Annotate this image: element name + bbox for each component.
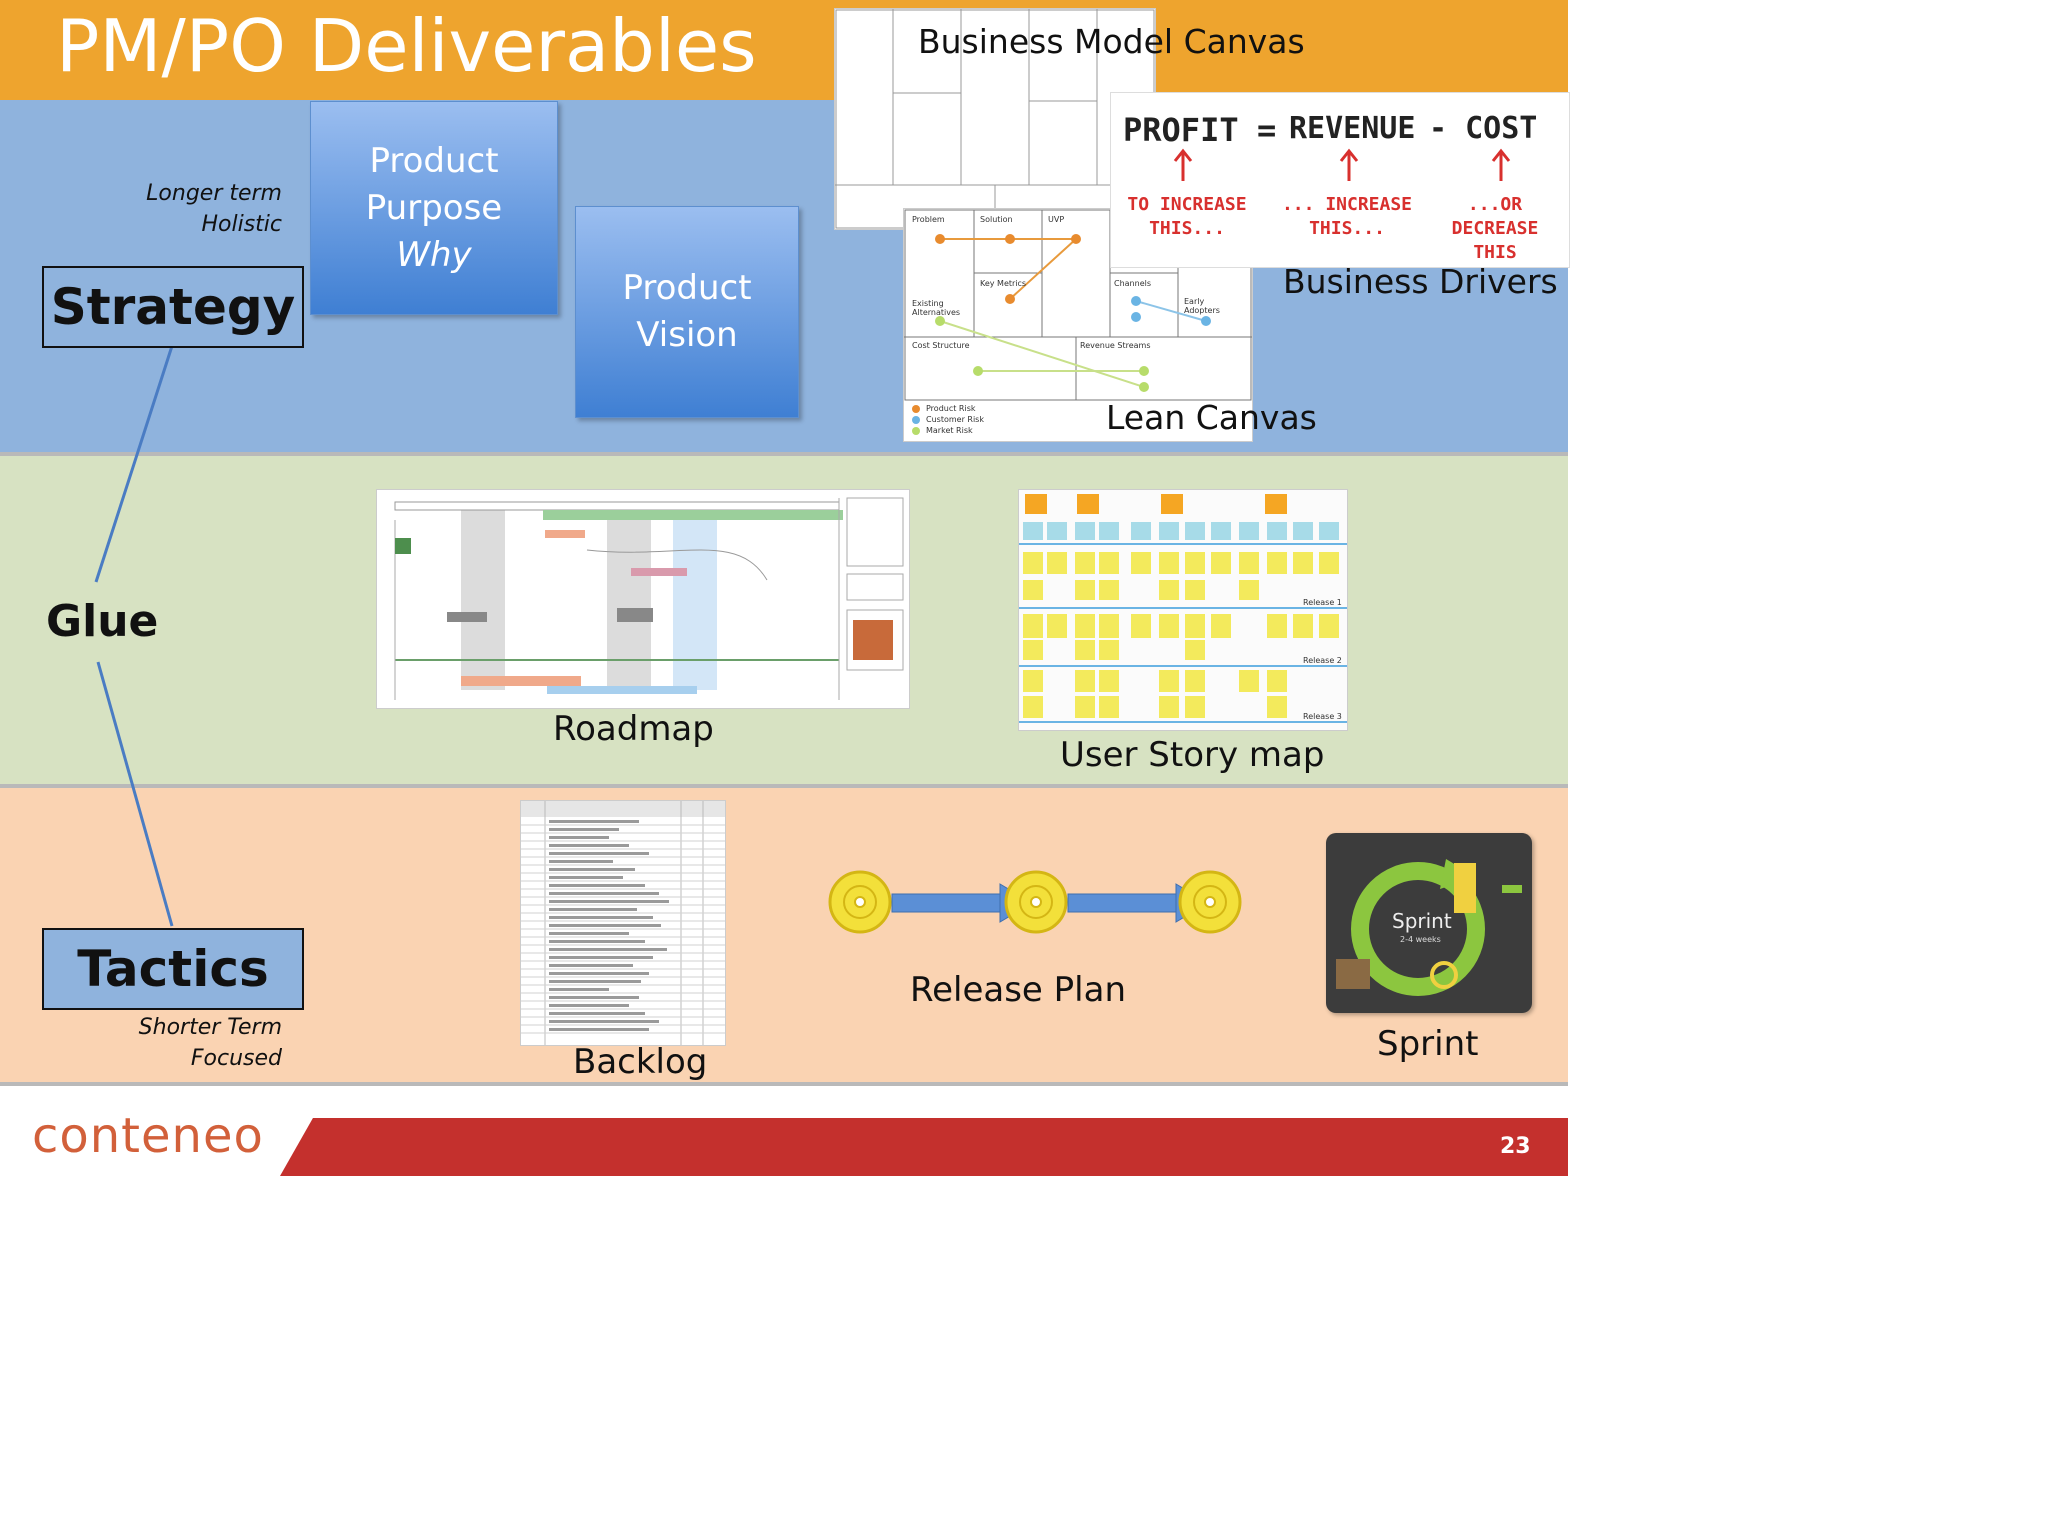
strategy-glue-line bbox=[94, 345, 174, 583]
purpose-line3: Why bbox=[396, 234, 472, 275]
sprint-caption: Sprint bbox=[1377, 1024, 1479, 1064]
band-divider bbox=[0, 1082, 1568, 1086]
lean-solution-label: Solution bbox=[980, 215, 1013, 224]
vision-line1: Product bbox=[622, 268, 752, 308]
band-divider bbox=[0, 784, 1568, 788]
purpose-line1: Product bbox=[369, 140, 499, 181]
sprint-image: Sprint 2-4 weeks bbox=[1326, 833, 1532, 1013]
sprint-label: Sprint bbox=[1392, 909, 1452, 933]
release-disc-icon bbox=[1004, 870, 1068, 934]
vision-line2: Vision bbox=[636, 315, 738, 355]
glue-tactics-line bbox=[96, 661, 174, 927]
lean-key-metrics-label: Key Metrics bbox=[980, 279, 1027, 288]
story-map-release-2: Release 2 bbox=[1303, 656, 1342, 665]
release-plan-caption: Release Plan bbox=[910, 970, 1126, 1010]
strategy-note-line2: Holistic bbox=[201, 212, 282, 237]
sketch-note3-line2: THIS bbox=[1473, 242, 1517, 263]
sprint-cycle-icon bbox=[1336, 859, 1522, 996]
tactics-note-line2: Focused bbox=[190, 1046, 282, 1071]
lean-cost-structure-label: Cost Structure bbox=[912, 341, 970, 350]
lean-revenue-streams-label: Revenue Streams bbox=[1080, 341, 1151, 350]
business-drivers-image: PROFIT = REVENUE - COST TO INCREASE THIS… bbox=[1110, 92, 1570, 268]
business-model-canvas-image bbox=[834, 8, 1156, 230]
release-disc-icon bbox=[1178, 870, 1242, 934]
lean-legend-product-risk: Product Risk bbox=[926, 404, 976, 413]
strategy-note-line1: Longer term bbox=[146, 181, 282, 206]
sketch-note-increase-revenue: ... INCREASE THIS... bbox=[1277, 193, 1417, 241]
band-divider bbox=[0, 452, 1568, 456]
backlog-image bbox=[520, 800, 726, 1046]
roadmap-caption: Roadmap bbox=[553, 709, 714, 749]
business-model-canvas-caption: Business Model Canvas bbox=[918, 22, 1305, 61]
lean-legend-market-risk: Market Risk bbox=[926, 426, 973, 435]
footer-bar bbox=[250, 1118, 1568, 1176]
sketch-note-increase-profit: TO INCREASE THIS... bbox=[1117, 193, 1257, 241]
title-band bbox=[0, 0, 1568, 100]
sketch-cost: - COST bbox=[1429, 111, 1538, 146]
product-vision-box: Product Vision bbox=[575, 206, 799, 418]
lean-legend-customer-risk: Customer Risk bbox=[926, 415, 984, 424]
tactics-label: Tactics bbox=[42, 928, 304, 1010]
business-drivers-caption: Business Drivers bbox=[1283, 262, 1558, 301]
release-disc-icon bbox=[828, 870, 892, 934]
sketch-note2-line2: THIS... bbox=[1309, 218, 1385, 239]
lean-channels-label: Channels bbox=[1114, 279, 1152, 288]
sketch-note1-line2: THIS... bbox=[1149, 218, 1225, 239]
slide-title: PM/PO Deliverables bbox=[56, 4, 757, 88]
conteneo-logo: conteneo bbox=[32, 1108, 264, 1164]
tactics-note-line1: Shorter Term bbox=[138, 1015, 282, 1040]
sketch-arrows bbox=[1173, 148, 1511, 181]
strategy-note: Longer term Holistic bbox=[120, 178, 282, 240]
sketch-equals: = bbox=[1257, 111, 1277, 149]
sketch-note2-line1: ... INCREASE bbox=[1281, 194, 1413, 215]
lean-problem-label: Problem bbox=[912, 215, 945, 224]
backlog-table bbox=[521, 801, 725, 1045]
lean-existing-alternatives-label: Existing Alternatives bbox=[912, 299, 961, 317]
story-map-release-3: Release 3 bbox=[1303, 712, 1342, 721]
page-number: 23 bbox=[1500, 1134, 1531, 1159]
user-story-map-board bbox=[1019, 494, 1347, 723]
purpose-line2: Purpose bbox=[365, 187, 503, 228]
connector-lines bbox=[94, 345, 174, 927]
release-plan-diagram bbox=[828, 870, 1242, 934]
sketch-revenue: REVENUE bbox=[1289, 111, 1416, 146]
sketch-profit: PROFIT bbox=[1123, 111, 1239, 149]
story-map-release-1: Release 1 bbox=[1303, 598, 1342, 607]
lean-canvas-caption: Lean Canvas bbox=[1106, 398, 1317, 437]
sketch-note3-line1: ...OR DECREASE bbox=[1451, 194, 1539, 239]
strategy-label: Strategy bbox=[42, 266, 304, 348]
lean-uvp-label: UVP bbox=[1048, 215, 1065, 224]
lean-early-adopters-label: Early Adopters bbox=[1184, 297, 1220, 315]
user-story-map-image: Release 1 Release 2 Release 3 bbox=[1018, 489, 1348, 731]
product-purpose-box: Product Purpose Why bbox=[310, 101, 558, 315]
user-story-map-caption: User Story map bbox=[1060, 735, 1325, 775]
sketch-note-decrease-cost: ...OR DECREASE THIS bbox=[1421, 193, 1569, 265]
sketch-note1-line1: TO INCREASE bbox=[1127, 194, 1247, 215]
glue-label: Glue bbox=[46, 596, 159, 647]
roadmap-chart bbox=[377, 490, 909, 708]
business-model-canvas-grid bbox=[835, 9, 1155, 229]
footer-logo-area bbox=[0, 1088, 330, 1176]
backlog-caption: Backlog bbox=[573, 1042, 708, 1082]
roadmap-image bbox=[376, 489, 910, 709]
sprint-sublabel: 2-4 weeks bbox=[1400, 935, 1441, 944]
tactics-note: Shorter Term Focused bbox=[110, 1012, 282, 1074]
